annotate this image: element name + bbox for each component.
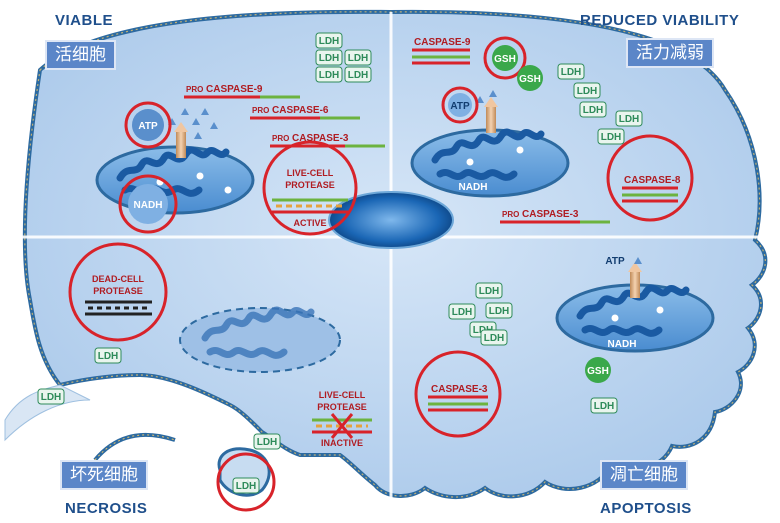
svg-text:NADH: NADH <box>608 339 637 350</box>
atp-badges: ATP ATP ATP <box>132 93 625 267</box>
nadh-labels: NADH NADH NADH <box>128 182 636 350</box>
apoptosis-label-cn: 凋亡细胞 <box>600 460 688 490</box>
necrosis-label-cn: 坏死细胞 <box>60 460 148 490</box>
svg-text:LDH: LDH <box>319 53 340 64</box>
svg-text:PRO: PRO <box>252 106 269 115</box>
svg-text:LDH: LDH <box>561 67 582 78</box>
svg-text:LDH: LDH <box>583 105 604 116</box>
svg-text:DEAD-CELL: DEAD-CELL <box>92 274 144 284</box>
protease-dead-bars <box>85 300 152 316</box>
svg-text:PRO: PRO <box>502 210 519 219</box>
svg-text:LDH: LDH <box>41 392 62 403</box>
svg-text:PROTEASE: PROTEASE <box>285 180 335 190</box>
svg-text:LDH: LDH <box>484 333 505 344</box>
svg-text:CASPASE-9: CASPASE-9 <box>414 37 471 48</box>
svg-text:CASPASE-6: CASPASE-6 <box>272 105 329 116</box>
svg-text:ACTIVE: ACTIVE <box>293 218 326 228</box>
mitochondrion-necrotic <box>179 306 341 373</box>
ldh-badges: LDH LDH LDH LDH LDH LDH LDH LDH LDH LDH … <box>37 32 643 494</box>
svg-text:LDH: LDH <box>98 351 119 362</box>
svg-text:LDH: LDH <box>601 132 622 143</box>
viable-title: VIABLE <box>55 12 114 29</box>
highlight-rings <box>68 36 694 512</box>
protease-active-bars <box>272 198 348 214</box>
svg-text:LDH: LDH <box>236 481 257 492</box>
svg-text:NADH: NADH <box>134 200 163 211</box>
svg-text:GSH: GSH <box>587 366 609 377</box>
caspase-bars <box>184 48 678 412</box>
svg-text:PROTEASE: PROTEASE <box>93 286 143 296</box>
svg-text:GSH: GSH <box>519 74 541 85</box>
atp-pump-reduced <box>484 97 498 133</box>
svg-text:LDH: LDH <box>594 401 615 412</box>
reduced-viability-label-cn: 活力减弱 <box>626 38 714 68</box>
svg-text:PRO: PRO <box>186 85 203 94</box>
svg-text:LDH: LDH <box>319 36 340 47</box>
svg-text:NADH: NADH <box>459 182 488 193</box>
svg-text:LDH: LDH <box>489 306 510 317</box>
necrosis-title: NECROSIS <box>65 500 148 517</box>
protease-inactive-bars <box>312 413 372 439</box>
svg-text:INACTIVE: INACTIVE <box>321 438 363 448</box>
apoptosis-title: APOPTOSIS <box>600 500 692 517</box>
svg-text:PROTEASE: PROTEASE <box>317 402 367 412</box>
cell-body <box>22 9 768 500</box>
caspase-labels: PRO CASPASE-9 PRO CASPASE-6 PRO CASPASE-… <box>186 37 681 395</box>
gsh-molecules: GSH GSH GSH <box>492 45 611 383</box>
svg-text:CASPASE-3: CASPASE-3 <box>431 384 488 395</box>
svg-text:CASPASE-8: CASPASE-8 <box>624 175 681 186</box>
svg-text:LDH: LDH <box>348 53 369 64</box>
atp-pump-viable <box>174 122 188 158</box>
svg-text:GSH: GSH <box>494 54 516 65</box>
svg-text:ATP: ATP <box>138 121 158 132</box>
svg-text:CASPASE-3: CASPASE-3 <box>522 209 579 220</box>
svg-text:LIVE-CELL: LIVE-CELL <box>319 390 366 400</box>
membrane-fragment-tail <box>93 432 176 462</box>
reduced-viability-title: REDUCED VIABILITY <box>580 12 740 29</box>
nucleus <box>328 191 454 249</box>
mitochondrion-reduced <box>410 128 570 198</box>
svg-text:ATP: ATP <box>450 101 470 112</box>
svg-text:LDH: LDH <box>479 286 500 297</box>
svg-text:LIVE-CELL: LIVE-CELL <box>287 168 334 178</box>
svg-text:LDH: LDH <box>257 437 278 448</box>
svg-text:CASPASE-9: CASPASE-9 <box>206 84 263 95</box>
protease-labels: LIVE-CELL PROTEASE ACTIVE DEAD-CELL PROT… <box>92 168 367 448</box>
svg-text:LDH: LDH <box>577 86 598 97</box>
svg-text:LDH: LDH <box>348 70 369 81</box>
atp-pump-apoptotic <box>628 262 642 298</box>
svg-text:PRO: PRO <box>272 134 289 143</box>
svg-text:LDH: LDH <box>319 70 340 81</box>
svg-text:LDH: LDH <box>619 114 640 125</box>
svg-text:CASPASE-3: CASPASE-3 <box>292 133 349 144</box>
viable-label-cn: 活细胞 <box>45 40 116 70</box>
svg-text:ATP: ATP <box>605 256 625 267</box>
svg-text:LDH: LDH <box>452 307 473 318</box>
